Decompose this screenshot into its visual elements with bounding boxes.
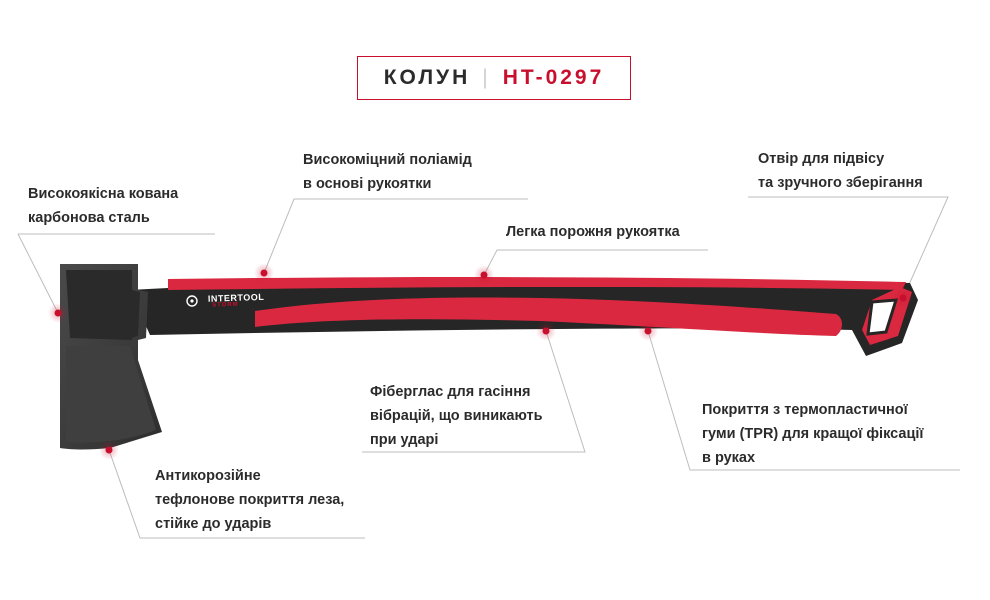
leader-steel-diag (17, 233, 59, 314)
marker-steel (48, 303, 68, 323)
blade-face (66, 346, 156, 443)
marker-hollow (474, 265, 494, 285)
title-separator: | (482, 66, 491, 89)
callout-coating-line-2: тефлонове покриття леза, (155, 492, 345, 508)
callout-coating: Антикорозійне тефлонове покриття леза, с… (155, 464, 344, 536)
hanging-hole (866, 298, 899, 336)
callout-fiberglass-line-3: при ударі (370, 432, 439, 448)
handle-red-top (168, 277, 906, 290)
callout-hollow-handle: Легка порожня рукоятка (506, 220, 680, 244)
callout-tpr-line-1: Покриття з термопластичної (702, 402, 908, 418)
axe-head-poll (66, 270, 140, 340)
callout-steel-line-2: карбонова сталь (28, 210, 150, 226)
callout-polyamide-line-2: в основі рукоятки (303, 176, 432, 192)
leader-fiberglass (362, 330, 586, 453)
marker-polyamide (254, 263, 274, 283)
leader-hollow (483, 249, 708, 276)
brand-logo-icon (186, 295, 198, 307)
callout-tpr-line-2: гуми (TPR) для кращої фіксації (702, 426, 924, 442)
callout-fiberglass: Фіберглас для гасіння вібрацій, що виник… (370, 380, 543, 452)
brand-logo: INTERTOOL STORM (198, 292, 265, 309)
marker-hole (893, 288, 913, 308)
callout-hole-line-2: та зручного зберігання (758, 175, 923, 191)
callout-polyamide: Високоміцний поліамід в основі рукоятки (303, 148, 472, 196)
leader-tpr (647, 330, 960, 471)
product-model: HT-0297 (502, 66, 605, 89)
product-title-box: КОЛУН | HT-0297 (357, 56, 631, 100)
callout-fiberglass-line-2: вібрацій, що виникають (370, 408, 543, 424)
callout-markers (48, 263, 913, 460)
callout-coating-line-1: Антикорозійне (155, 468, 261, 484)
leader-hole (748, 196, 949, 299)
callout-tpr: Покриття з термопластичної гуми (TPR) дл… (702, 398, 923, 470)
callout-fiberglass-line-1: Фіберглас для гасіння (370, 384, 531, 400)
marker-tpr (638, 321, 658, 341)
callout-polyamide-line-1: Високоміцний поліамід (303, 152, 472, 168)
callout-hollow-line-1: Легка порожня рукоятка (506, 224, 680, 240)
marker-fiberglass (536, 321, 556, 341)
callout-hanging-hole: Отвір для підвісу та зручного зберігання (758, 147, 923, 195)
leader-lines (17, 196, 960, 539)
callout-steel: Високоякісна кована карбонова сталь (28, 182, 178, 230)
callout-steel-line-1: Високоякісна кована (28, 186, 179, 202)
handle-red-grip (255, 297, 842, 336)
callout-tpr-line-3: в руках (702, 450, 756, 466)
callout-coating-line-3: стійке до ударів (155, 516, 272, 532)
leader-coating (108, 449, 365, 539)
callout-hole-line-1: Отвір для підвісу (758, 151, 885, 167)
leader-polyamide (263, 198, 528, 274)
marker-coating (99, 440, 119, 460)
product-name: КОЛУН (383, 66, 471, 89)
